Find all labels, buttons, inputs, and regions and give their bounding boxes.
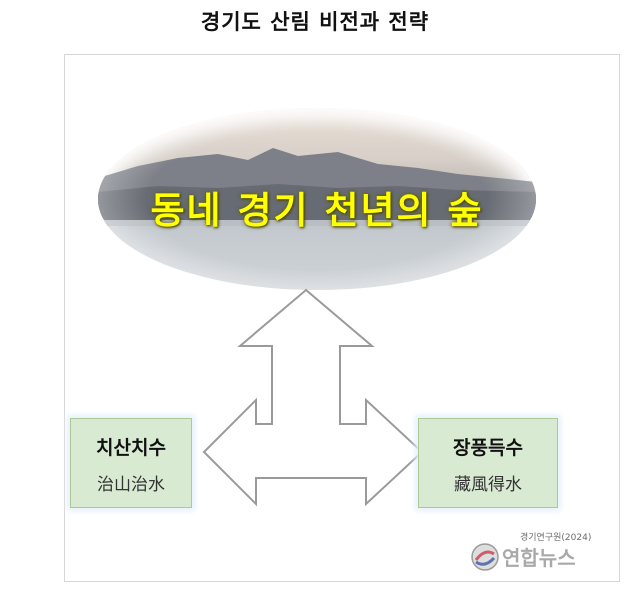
- watermark: 연합뉴스: [470, 540, 620, 580]
- vision-text: 동네 경기 천년의 숲: [150, 189, 484, 232]
- yonhap-logo-icon: [471, 543, 499, 571]
- strategy-title: 장풍득수: [453, 437, 523, 459]
- vision-oval: 동네 경기 천년의 숲: [98, 108, 536, 290]
- strategy-box-jangpungdeuksu: 장풍득수 藏風得水: [418, 418, 558, 508]
- oval-haze: [98, 108, 536, 290]
- strategy-title: 치산치수: [96, 437, 166, 459]
- strategy-box-chisanchisu: 치산치수 治山治水: [70, 418, 192, 508]
- strategy-subtitle: 藏風得水: [454, 475, 522, 495]
- page-title: 경기도 산림 비전과 전략: [200, 10, 430, 34]
- watermark-text: 연합뉴스: [502, 546, 576, 570]
- source-credit: 경기연구원(2024): [520, 533, 592, 543]
- strategy-subtitle: 治山治水: [97, 475, 165, 495]
